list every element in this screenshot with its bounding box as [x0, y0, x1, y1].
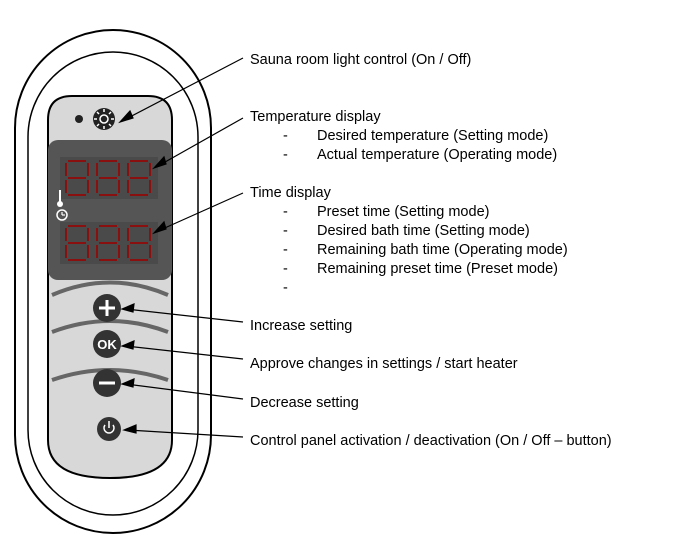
label-approve-changes: Approve changes in settings / start heat… [250, 356, 518, 372]
bullet: - [283, 128, 288, 144]
label-light-control: Sauna room light control (On / Off) [250, 52, 472, 68]
thermometer-icon [57, 190, 63, 207]
bullet: - [283, 204, 288, 220]
divider-arc [51, 280, 169, 297]
indicator-led [75, 115, 83, 123]
label-time-display: Time display [250, 185, 331, 201]
plus-button[interactable] [93, 294, 121, 322]
power-icon[interactable] [97, 417, 121, 441]
ok-button[interactable]: OK [93, 330, 121, 358]
label-power-button: Control panel activation / deactivation … [250, 433, 612, 449]
temp-item-text: Actual temperature (Operating mode) [317, 147, 558, 163]
ok-icon[interactable] [93, 330, 121, 358]
temperature-display [60, 157, 158, 199]
time-display [60, 222, 158, 264]
light-icon[interactable] [93, 108, 115, 130]
arrow-approve [125, 345, 244, 360]
minus-button[interactable] [93, 369, 121, 397]
arrow-time [157, 192, 244, 232]
arrow-light [123, 57, 244, 121]
ok-label: OK [97, 337, 117, 352]
time-item-text: Preset time (Setting mode) [317, 204, 490, 220]
arrow-increase [125, 308, 244, 323]
temp-item-text: Desired temperature (Setting mode) [317, 128, 549, 144]
time-item-text: Desired bath time (Setting mode) [317, 223, 530, 239]
time-item-text: Remaining preset time (Preset mode) [317, 261, 558, 277]
label-decrease-setting: Decrease setting [250, 395, 359, 411]
power-button[interactable] [97, 417, 121, 441]
arrow-decrease [125, 383, 244, 400]
label-temperature-display: Temperature display [250, 109, 381, 125]
arrow-power [127, 429, 244, 438]
bullet: - [283, 223, 288, 239]
bullet: - [283, 242, 288, 258]
bullet: - [283, 280, 288, 296]
arrow-temp [157, 117, 244, 167]
time-item-text: Remaining bath time (Operating mode) [317, 242, 568, 258]
bullet: - [283, 261, 288, 277]
label-increase-setting: Increase setting [250, 318, 353, 334]
clock-icon [56, 209, 68, 221]
bullet: - [283, 147, 288, 163]
callout-arrows [118, 57, 244, 438]
